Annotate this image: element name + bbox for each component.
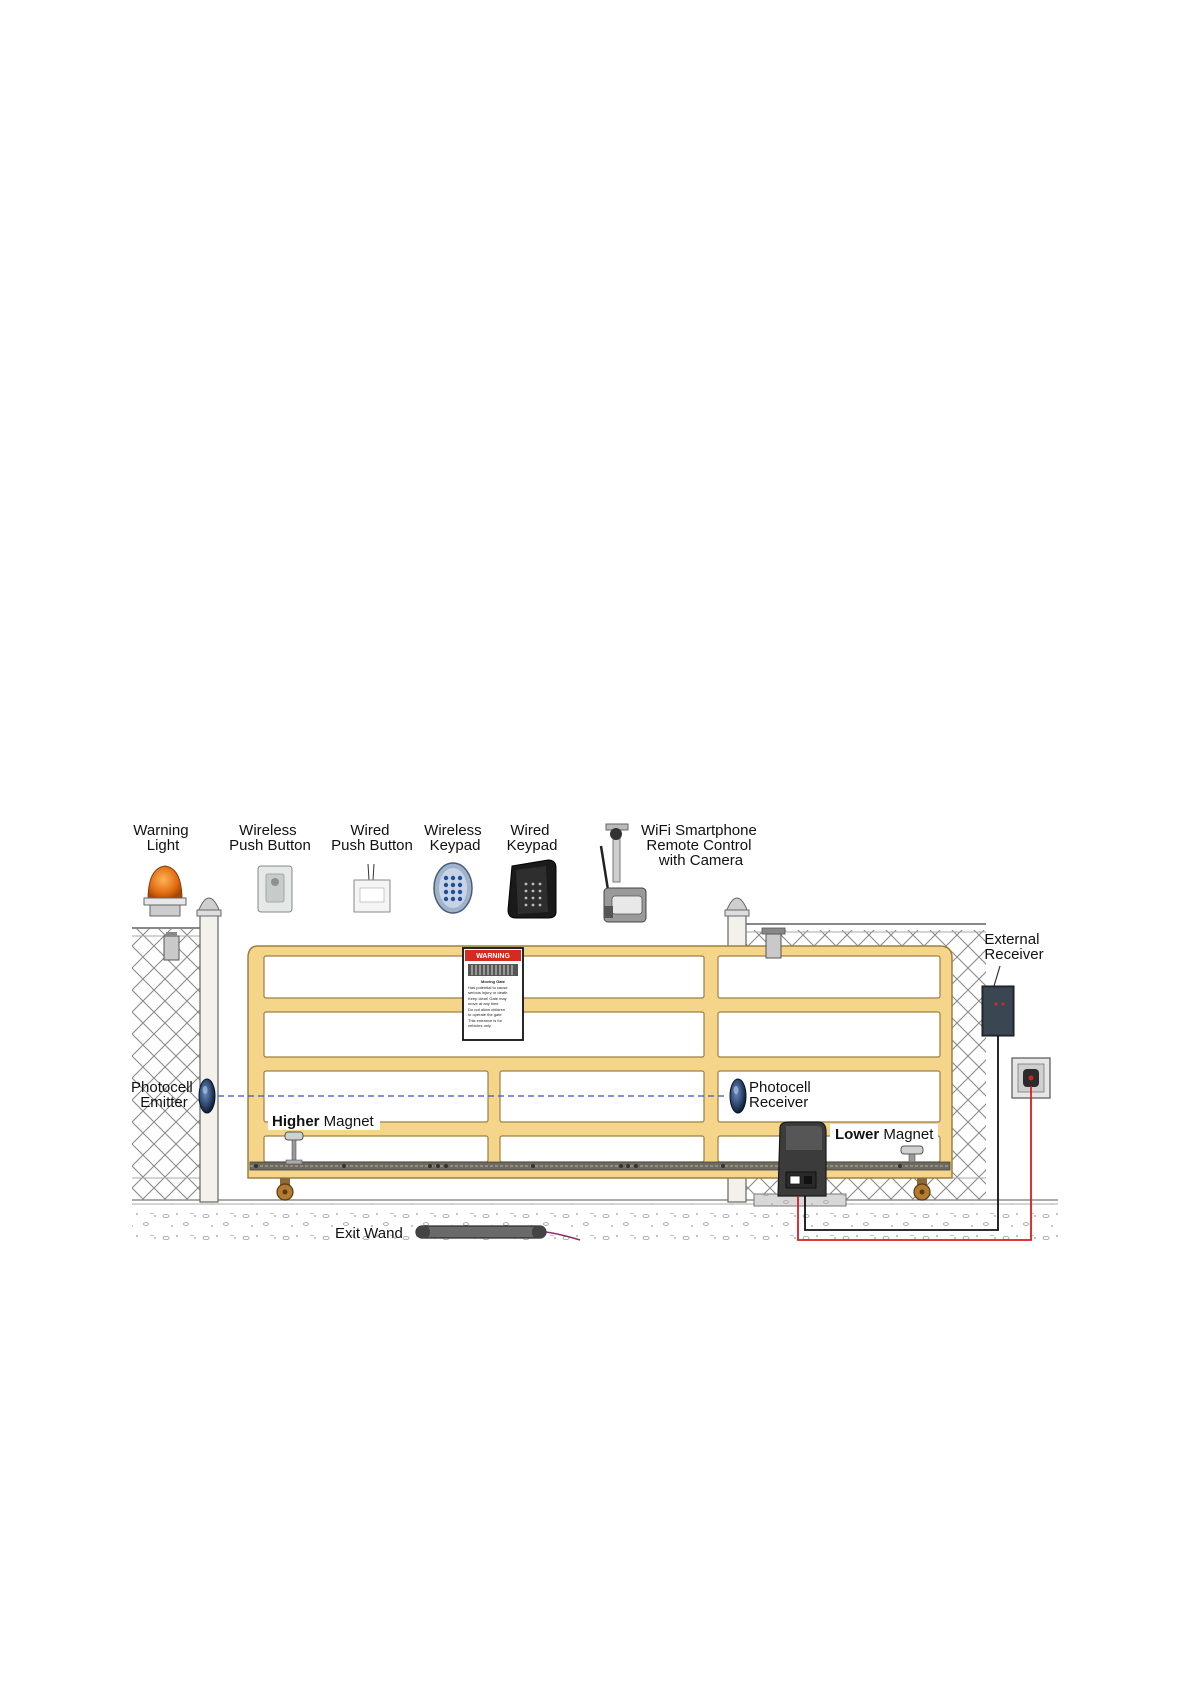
sign-header: WARNING	[476, 953, 510, 960]
sign-line: This entrance is for	[468, 1018, 503, 1023]
wired-push-button-label: Wired Push Button	[331, 822, 413, 854]
sign-line: to operate the gate	[468, 1012, 502, 1017]
photocell-receiver-label: Photocell Receiver	[749, 1079, 815, 1111]
higher-magnet-label: Higher Magnet	[272, 1113, 375, 1130]
gate-wheel-left	[276, 1178, 294, 1201]
fence-bracket-left	[163, 932, 180, 961]
wired-keypad-label: Wired Keypad	[507, 822, 558, 854]
ground	[132, 1199, 1058, 1240]
fence-bracket-right	[761, 927, 786, 959]
lower-magnet-label: Lower Magnet	[835, 1126, 934, 1143]
higher-magnet-icon	[284, 1131, 304, 1165]
photocell-emitter-icon	[198, 1078, 216, 1114]
photocell-emitter-label: Photocell Emitter	[131, 1079, 197, 1111]
warning-sign: WARNING Moving Gate Has potential to cau…	[462, 947, 524, 1041]
lower-magnet-icon	[900, 1145, 924, 1163]
sign-line: move at any time	[468, 1001, 499, 1006]
warning-light-icon	[143, 865, 187, 917]
exit-wand-label: Exit Wand	[335, 1225, 403, 1242]
sign-title: Moving Gate	[481, 979, 506, 984]
left-fence	[132, 927, 200, 1200]
camera-icon	[599, 823, 647, 923]
wireless-push-button-icon	[257, 865, 293, 913]
wiring	[797, 1036, 1032, 1241]
external-receiver-icon	[981, 965, 1015, 1037]
gate-motor	[753, 1121, 847, 1207]
wired-keypad-icon	[507, 859, 557, 919]
photocell-receiver-icon	[729, 1078, 747, 1114]
external-receiver-label: External Receiver	[984, 931, 1043, 963]
sign-line: vehicles only	[468, 1023, 491, 1028]
sign-line: Do not allow children	[468, 1007, 505, 1012]
warning-light-label: Warning Light	[133, 822, 192, 854]
left-post	[196, 897, 222, 1203]
sign-line: Keep clear! Gate may	[468, 996, 507, 1001]
gate-wheel-right	[913, 1178, 931, 1201]
sign-line: Has potential to cause	[468, 985, 508, 990]
wireless-keypad-icon	[433, 862, 473, 914]
sign-line: serious injury or death	[468, 990, 507, 995]
exit-wand-icon	[415, 1225, 581, 1241]
sliding-gate	[247, 945, 953, 1201]
wireless-push-button-label: Wireless Push Button	[229, 822, 311, 854]
wired-push-button-icon	[353, 863, 391, 913]
wifi-remote-label: WiFi Smartphone Remote Control with Came…	[641, 822, 761, 869]
wireless-keypad-label: Wireless Keypad	[424, 822, 486, 854]
